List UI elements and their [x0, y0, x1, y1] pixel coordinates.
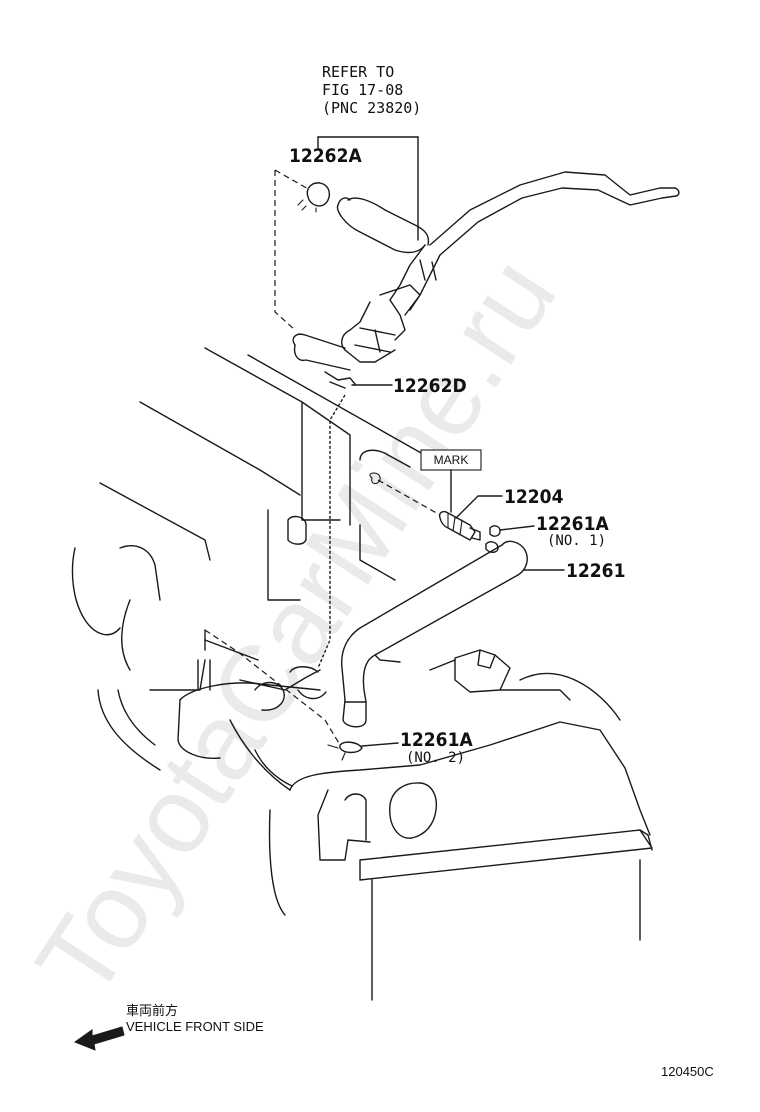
- clamp-12261a-no2-icon[interactable]: [327, 741, 363, 761]
- refer-note-line1: REFER TO: [322, 63, 394, 81]
- leader-12261a-no2: [361, 742, 399, 747]
- intake-housing: [268, 649, 653, 1001]
- part-label-12261a-no2[interactable]: 12261A: [400, 729, 473, 751]
- mark-label: MARK: [434, 453, 469, 467]
- direction-label-english: VEHICLE FRONT SIDE: [126, 1019, 264, 1034]
- part-label-12262d[interactable]: 12262D: [393, 375, 467, 397]
- clamp-12261a-no1-icon[interactable]: [485, 525, 501, 553]
- upper-hose-assembly: [292, 136, 680, 371]
- refer-note-line3: (PNC 23820): [322, 99, 421, 117]
- direction-label-japanese: 車両前方: [126, 1003, 178, 1018]
- refer-note-line2: FIG 17-08: [322, 81, 403, 99]
- part-sublabel-12261a-no1: (NO. 1): [547, 533, 606, 549]
- dashed-leaders: [204, 169, 441, 746]
- part-label-12262a[interactable]: 12262A: [289, 145, 362, 167]
- part-sublabel-12261a-no2: (NO. 2): [406, 750, 465, 766]
- clamp-12262a-icon[interactable]: [297, 182, 331, 213]
- part-label-12261a-no1[interactable]: 12261A: [536, 513, 609, 535]
- arrow-left-icon: [73, 1026, 125, 1051]
- part-label-12204[interactable]: 12204: [504, 486, 564, 508]
- figure-code: 120450C: [661, 1064, 714, 1079]
- part-label-12261[interactable]: 12261: [566, 560, 625, 582]
- clamp-12262d-icon[interactable]: [324, 371, 356, 389]
- leader-12204: [455, 495, 503, 519]
- hose-12261[interactable]: [341, 540, 528, 728]
- leader-12261a-no1: [499, 525, 535, 531]
- pcv-valve-12204-icon[interactable]: [438, 510, 481, 541]
- engine-outline: [71, 347, 431, 791]
